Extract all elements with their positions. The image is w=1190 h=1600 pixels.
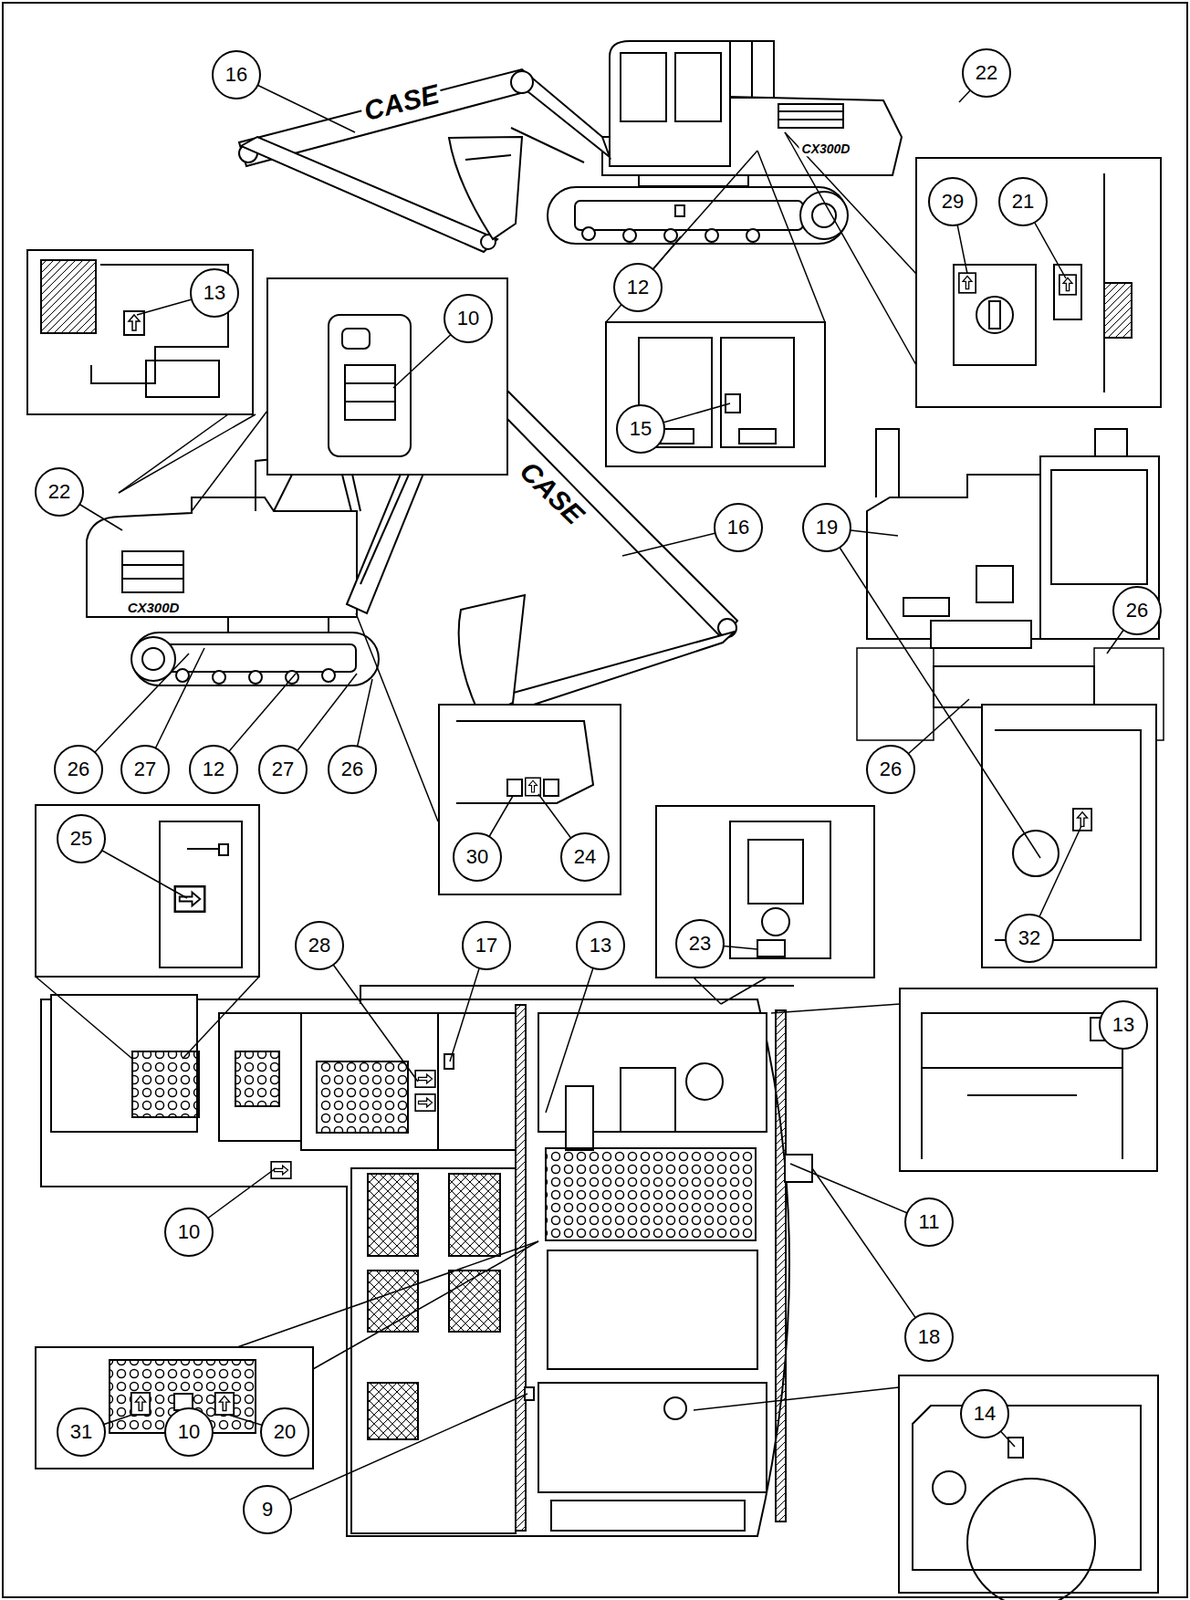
callout-number: 21 xyxy=(998,177,1048,227)
callout-number: 10 xyxy=(443,293,493,344)
brand-logo: CX300D xyxy=(799,142,854,157)
detail-inset xyxy=(27,157,1161,1600)
callout-number: 13 xyxy=(575,920,626,971)
callout-number: 20 xyxy=(260,1407,310,1457)
callout-number: 11 xyxy=(904,1197,954,1247)
callout-number: 27 xyxy=(258,744,308,794)
callout-number: 17 xyxy=(461,920,512,971)
callout-number: 25 xyxy=(56,814,106,864)
callout-number: 26 xyxy=(53,744,104,794)
brand-logo: CASE xyxy=(511,453,592,533)
callout-number: 13 xyxy=(1098,1000,1149,1050)
callout-number: 16 xyxy=(211,50,261,100)
callout-number: 29 xyxy=(928,177,978,227)
callout-number: 24 xyxy=(560,832,610,882)
callout-number: 23 xyxy=(675,918,725,969)
callout-number: 10 xyxy=(164,1207,214,1257)
callout-number: 16 xyxy=(713,502,763,553)
callout-number: 10 xyxy=(164,1407,214,1457)
callout-number: 14 xyxy=(960,1388,1010,1439)
callout-number: 26 xyxy=(327,744,377,794)
callout-number: 27 xyxy=(120,744,170,794)
callout-number: 18 xyxy=(904,1312,954,1362)
callout-number: 32 xyxy=(1004,913,1055,963)
callout-number: 13 xyxy=(189,268,240,318)
callout-number: 30 xyxy=(452,832,502,882)
excavator-rear-view xyxy=(856,428,1164,741)
callout-number: 31 xyxy=(56,1407,106,1457)
callout-number: 26 xyxy=(1112,585,1162,636)
callout-number: 28 xyxy=(294,920,345,971)
excavator-side-view xyxy=(239,41,902,252)
leader-lines xyxy=(35,73,1138,1510)
callout-number: 12 xyxy=(613,262,663,313)
brand-logo: CASE xyxy=(358,77,446,127)
callout-number: 26 xyxy=(866,744,916,794)
plan-view xyxy=(41,985,813,1536)
callout-number: 22 xyxy=(961,48,1012,98)
callout-number: 9 xyxy=(242,1484,293,1535)
callout-number: 12 xyxy=(188,744,239,794)
callout-number: 15 xyxy=(615,404,666,454)
callout-number: 22 xyxy=(34,467,84,517)
brand-logo: CX300D xyxy=(125,600,183,616)
callout-number: 19 xyxy=(802,502,852,553)
